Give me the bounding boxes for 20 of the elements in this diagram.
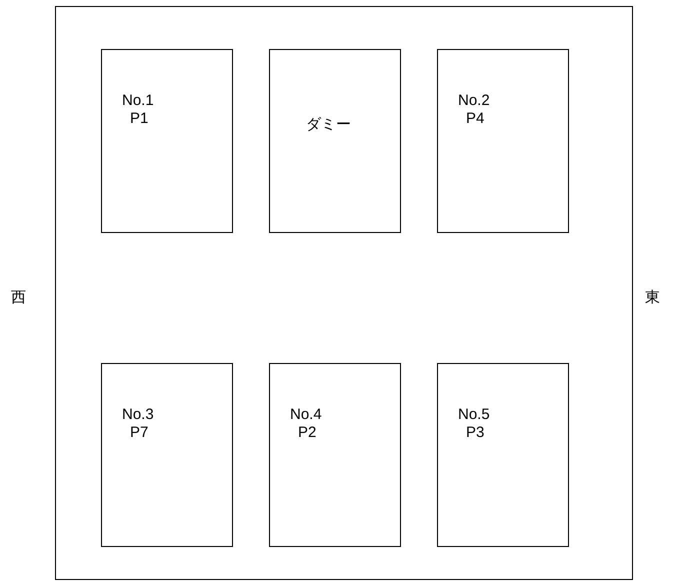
room-box [437,363,569,547]
position-label: P3 [466,424,484,441]
position-label: P1 [130,110,148,127]
room-box [269,49,401,233]
position-label: P2 [298,424,316,441]
number-label: No.5 [458,406,490,423]
room-box [437,49,569,233]
outline-frame [55,6,633,580]
room-box [269,363,401,547]
room-box [101,363,233,547]
room-box [101,49,233,233]
position-label: P7 [130,424,148,441]
direction-label: 東 [645,288,660,307]
number-label: No.1 [122,92,154,109]
number-label: No.3 [122,406,154,423]
number-label: No.2 [458,92,490,109]
box-label: ダミー [306,116,351,133]
number-label: No.4 [290,406,322,423]
position-label: P4 [466,110,484,127]
direction-label: 西 [11,288,26,307]
